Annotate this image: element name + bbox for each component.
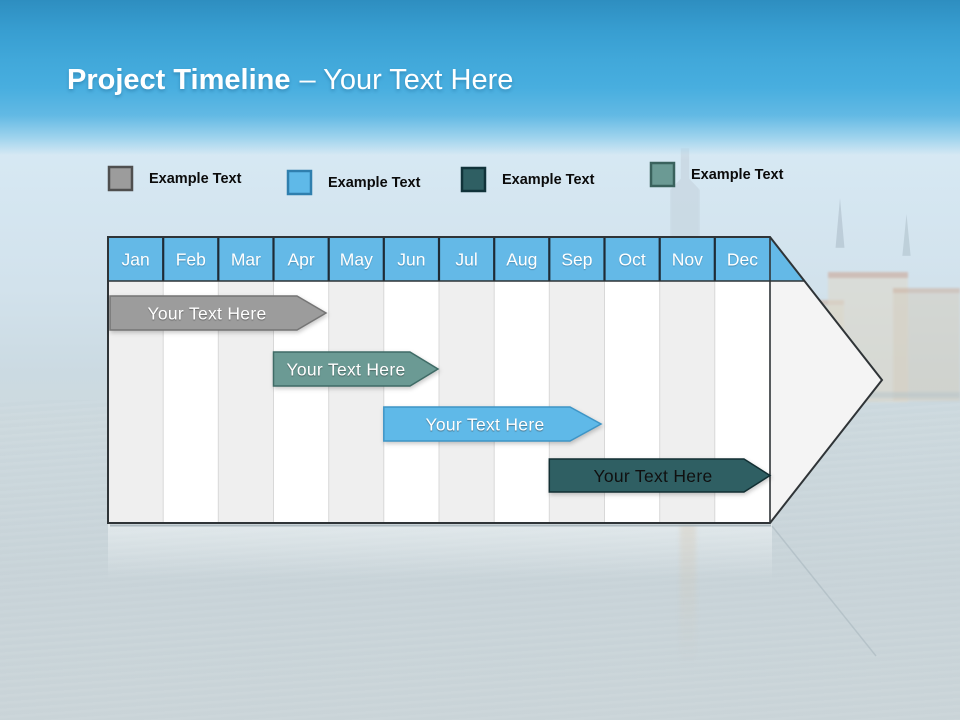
arrow-reflection-line xyxy=(771,525,877,657)
month-cell-label: Nov xyxy=(672,250,703,270)
gantt-bar-1[interactable]: Your Text Here xyxy=(109,295,328,331)
legend-label: Example Text xyxy=(502,172,595,188)
legend-item-blue[interactable]: Example Text xyxy=(286,169,420,197)
gantt-bar-label: Your Text Here xyxy=(148,304,267,324)
month-cell-label: Jan xyxy=(121,250,149,270)
legend-swatch-darkteal-icon xyxy=(460,166,487,193)
legend-label: Example Text xyxy=(328,175,421,191)
legend-swatch-blue-icon xyxy=(286,169,313,196)
month-header-band xyxy=(108,237,882,281)
title-main: Project Timeline xyxy=(67,64,291,96)
month-cell-label: Jul xyxy=(455,250,477,270)
gantt-bar-shape xyxy=(383,406,603,442)
legend-swatch-gray-icon xyxy=(107,165,134,192)
gantt-bar-shape xyxy=(548,458,772,493)
legend-item-darkteal[interactable]: Example Text xyxy=(460,166,594,194)
title-suffix: – Your Text Here xyxy=(299,64,514,96)
month-cell-label: Oct xyxy=(618,250,645,270)
legend-item-gray[interactable]: Example Text xyxy=(107,165,241,193)
month-cell-label: May xyxy=(340,250,373,270)
gantt-bar-2[interactable]: Your Text Here xyxy=(272,351,440,387)
month-cell-label: Mar xyxy=(231,250,261,270)
gantt-bar-label: Your Text Here xyxy=(287,360,406,380)
gantt-bar-label: Your Text Here xyxy=(594,466,713,486)
month-cell-label: Dec xyxy=(727,250,758,270)
gantt-bar-label: Your Text Here xyxy=(426,415,545,435)
gantt-bar-shape xyxy=(272,351,440,387)
legend-label: Example Text xyxy=(149,171,242,187)
timeline-body xyxy=(108,237,882,523)
gantt-bar-shape xyxy=(109,295,328,331)
gantt-bar-4[interactable]: Your Text Here xyxy=(548,458,772,493)
month-cell-label: Aug xyxy=(506,250,537,270)
slide-title[interactable]: Project Timeline– Your Text Here xyxy=(67,60,513,100)
legend-item-sage[interactable]: Example Text xyxy=(649,161,783,189)
month-cell-label: Sep xyxy=(561,250,592,270)
gantt-bar-3[interactable]: Your Text Here xyxy=(383,406,603,442)
month-cell-label: Feb xyxy=(176,250,206,270)
legend-swatch-sage-icon xyxy=(649,161,676,188)
month-header: Jan Feb Mar Apr May Jun Jul Aug Sep Oct … xyxy=(121,250,758,270)
timeline-arrow-outline xyxy=(107,236,884,524)
month-cell-label: Jun xyxy=(397,250,425,270)
month-cell-label: Apr xyxy=(287,250,314,270)
legend-label: Example Text xyxy=(691,167,784,183)
